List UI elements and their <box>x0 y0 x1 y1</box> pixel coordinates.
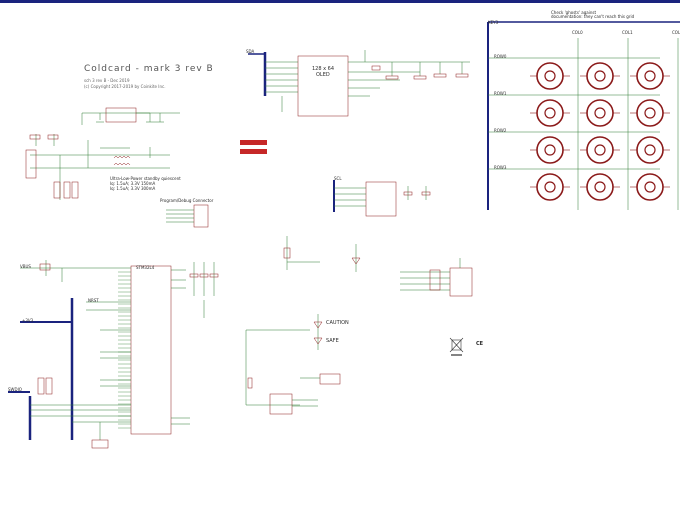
ce-mark: CE <box>476 341 484 347</box>
mcu-pin-stubs <box>118 271 131 429</box>
keypad-row-label: ROW0 <box>494 54 507 59</box>
net-scl: SCL <box>334 176 342 181</box>
usb-power-block <box>25 134 170 200</box>
keypad-key <box>580 173 620 201</box>
keypad-col-label: COL2 <box>672 30 680 35</box>
sensor-block <box>400 258 473 297</box>
keypad-key <box>580 136 620 164</box>
keypad-row-label: ROW1 <box>494 91 507 96</box>
oled-sub-label: OLED <box>316 72 330 78</box>
keypad-note-1: Check 'ghosts' against <box>551 10 597 15</box>
keypad-note-2: documentation: they can't reach this gri… <box>551 14 635 19</box>
keypad-key <box>580 99 620 127</box>
keypad-row-label: ROW2 <box>494 128 507 133</box>
power-note-1: Ultra-Low-Power standby quiescent <box>110 176 181 181</box>
keypad-key <box>630 62 670 90</box>
weee-mark <box>449 337 464 356</box>
net-swd: SWDIO <box>8 387 22 392</box>
keypad-col-label: COL1 <box>622 30 633 35</box>
mcu-block <box>8 260 219 449</box>
secure-element-block <box>333 180 431 217</box>
warning-label-1 <box>240 140 267 145</box>
keypad-matrix <box>487 21 680 210</box>
keypad-key <box>530 173 570 201</box>
net-sda: SDA <box>246 49 255 54</box>
keypad-key <box>630 136 670 164</box>
power-note-2: Iq: 1.5uA; 3.3V 150mA <box>110 181 156 186</box>
keypad-key <box>630 173 670 201</box>
led-block <box>245 236 361 415</box>
regulator-block <box>81 107 180 125</box>
net-vdd: +3V3 <box>22 318 34 323</box>
program-connector <box>166 204 209 228</box>
revision-line: sch 3 rev B - Dec 2019 <box>84 78 130 83</box>
sheet-title: Coldcard - mark 3 rev B <box>84 64 214 74</box>
power-note-3: Iq: 1.5uA; 3.3V 300mA <box>110 186 156 191</box>
oled-block <box>248 50 470 117</box>
keypad-key <box>530 62 570 90</box>
safe-label: SAFE <box>326 338 339 344</box>
mcu-part-label: STM32L4 <box>136 265 155 270</box>
net-reset: NRST <box>88 298 99 303</box>
oled-part-label: 128 x 64 <box>312 66 335 72</box>
warning-label-2 <box>240 149 267 154</box>
keypad-key <box>530 99 570 127</box>
keypad-top-net: KEY3 <box>488 20 499 25</box>
keypad-key <box>580 62 620 90</box>
keypad-key <box>630 99 670 127</box>
copyright-line: (c) Copyright 2017-2019 by Coinkite Inc. <box>84 84 166 89</box>
keypad-row-label: ROW3 <box>494 165 507 170</box>
program-connector-label: Program/Debug Connector <box>160 198 214 203</box>
caution-label: CAUTION <box>326 320 349 326</box>
keypad-col-label: COL0 <box>572 30 583 35</box>
net-vbus: VBUS <box>20 264 31 269</box>
keypad-key <box>530 136 570 164</box>
